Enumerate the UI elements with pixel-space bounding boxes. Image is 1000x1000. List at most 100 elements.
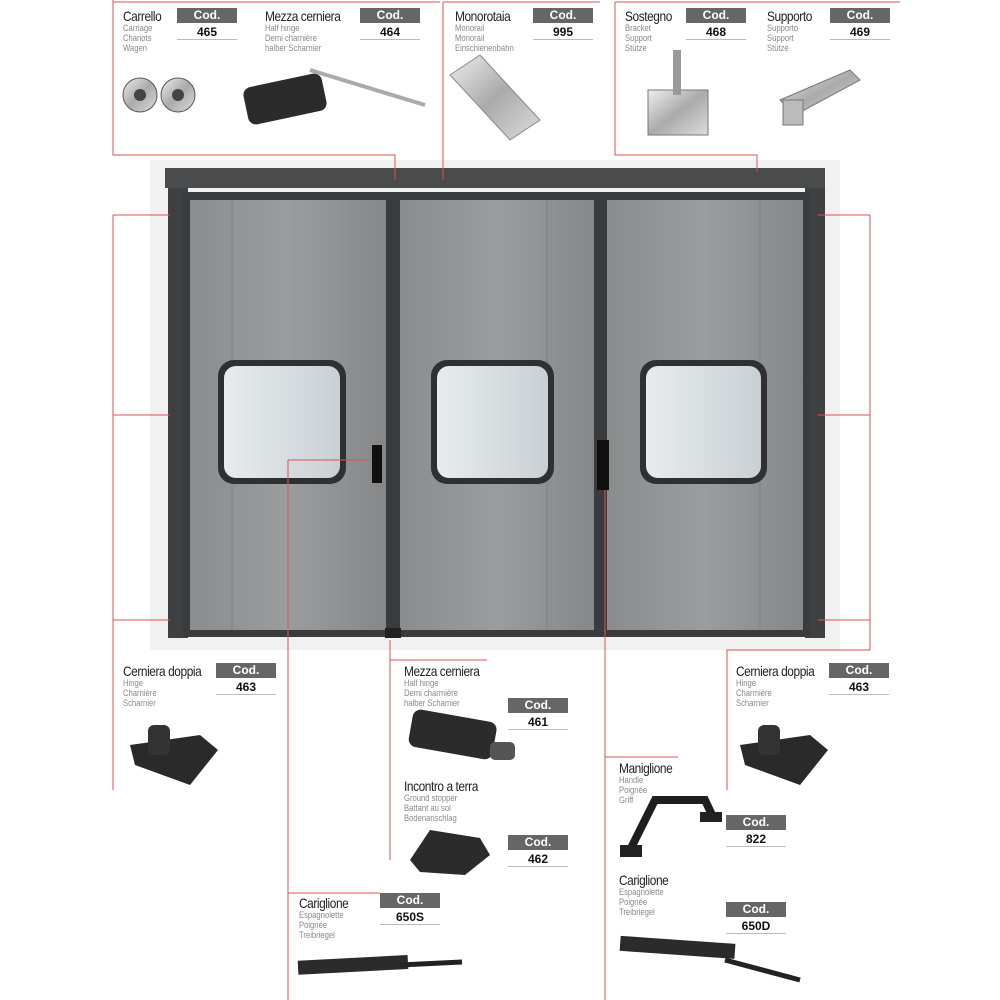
part-translation: Wagen [123, 43, 147, 53]
code-value: 469 [830, 23, 890, 40]
double-hinge-left-image [130, 725, 218, 785]
part-title: Maniglione [619, 760, 673, 776]
cod-header: Cod. [380, 893, 440, 908]
part-translation: Espagnolette [619, 887, 664, 897]
part-translation: Hinge [736, 678, 756, 688]
part-translation: Treibriegel [619, 907, 655, 917]
part-translation: Battant au sol [404, 803, 451, 813]
cod-header: Cod. [508, 835, 568, 850]
double-hinge-right-image [740, 725, 828, 785]
half-hinge-464-image [243, 68, 426, 125]
code-value: 822 [726, 830, 786, 847]
code-value: 463 [829, 678, 889, 695]
cod-header: Cod. [830, 8, 890, 23]
part-translation: Poignée [619, 785, 648, 795]
code-value: 468 [686, 23, 746, 40]
part-translation: Scharnier [123, 698, 156, 708]
part-translation: Einschienenbahn [455, 43, 514, 53]
part-translation: Espagnolette [299, 910, 344, 920]
monorail-track [165, 168, 825, 188]
part-translation: Hinge [123, 678, 143, 688]
cod-header: Cod. [726, 902, 786, 917]
part-title: Cerniera doppia [736, 663, 815, 679]
door-assembly [150, 160, 840, 650]
part-translation: Stütze [767, 43, 789, 53]
part-translation: Supporto [767, 23, 799, 33]
part-translation: Bracket [625, 23, 651, 33]
espagnolette-650d-image [619, 935, 801, 983]
part-title: Carrello [123, 8, 162, 24]
cod-header: Cod. [686, 8, 746, 23]
part-translation: Charnière [123, 688, 157, 698]
part-translation: Poignée [619, 897, 648, 907]
cod-header: Cod. [533, 8, 593, 23]
code-box-461: Cod.461 [508, 698, 568, 730]
door-handle-right [597, 440, 609, 490]
door-handle-left [372, 445, 382, 483]
part-title: Cariglione [619, 872, 669, 888]
cod-header: Cod. [726, 815, 786, 830]
code-value: 462 [508, 850, 568, 867]
code-box-822: Cod.822 [726, 815, 786, 847]
part-translation: Monorail [455, 33, 485, 43]
part-translation: Half hinge [265, 23, 300, 33]
code-box-463-right: Cod.463 [829, 663, 889, 695]
half-hinge-461-image [408, 709, 515, 760]
code-value: 465 [177, 23, 237, 40]
code-value: 650D [726, 917, 786, 934]
code-value: 463 [216, 678, 276, 695]
part-translation: Stütze [625, 43, 647, 53]
part-translation: Poignée [299, 920, 328, 930]
leader-lines [112, 0, 900, 1000]
part-translation: Monorail [455, 23, 485, 33]
support-image [779, 69, 861, 126]
cod-header: Cod. [360, 8, 420, 23]
part-translation: halber Schamier [404, 698, 460, 708]
cod-header: Cod. [829, 663, 889, 678]
part-translation: Ground stopper [404, 793, 458, 803]
part-title: Cerniera doppia [123, 663, 202, 679]
part-title: Supporto [767, 8, 812, 24]
part-translation: Half hinge [404, 678, 439, 688]
code-box-650d: Cod.650D [726, 902, 786, 934]
part-translation: Bodenanschlag [404, 813, 457, 823]
code-box-464: Cod.464 [360, 8, 420, 40]
code-box-462: Cod.462 [508, 835, 568, 867]
part-translation: Handle [619, 775, 644, 785]
part-translation: Chariots [123, 33, 152, 43]
code-box-650s: Cod.650S [380, 893, 440, 925]
part-title: Monorotaia [455, 8, 511, 24]
code-box-465: Cod.465 [177, 8, 237, 40]
code-value: 995 [533, 23, 593, 40]
code-box-468: Cod.468 [686, 8, 746, 40]
monorail-image [449, 54, 541, 141]
part-title: Mezza cerniera [404, 663, 480, 679]
code-value: 650S [380, 908, 440, 925]
part-title: Mezza cerniera [265, 8, 341, 24]
part-translation: Demi charnière [265, 33, 317, 43]
part-translation: halber Scharnier [265, 43, 322, 53]
code-value: 461 [508, 713, 568, 730]
code-value: 464 [360, 23, 420, 40]
part-title: Cariglione [299, 895, 349, 911]
part-translation: Support [625, 33, 652, 43]
ground-stopper-image [410, 830, 490, 875]
part-translation: Griff [619, 795, 634, 805]
bracket-image [647, 50, 709, 136]
part-translation: Treibriegel [299, 930, 335, 940]
cod-header: Cod. [216, 663, 276, 678]
carriage-image [122, 77, 196, 113]
code-box-463-left: Cod.463 [216, 663, 276, 695]
part-title: Sostegno [625, 8, 672, 24]
espagnolette-650s-image [297, 954, 463, 975]
